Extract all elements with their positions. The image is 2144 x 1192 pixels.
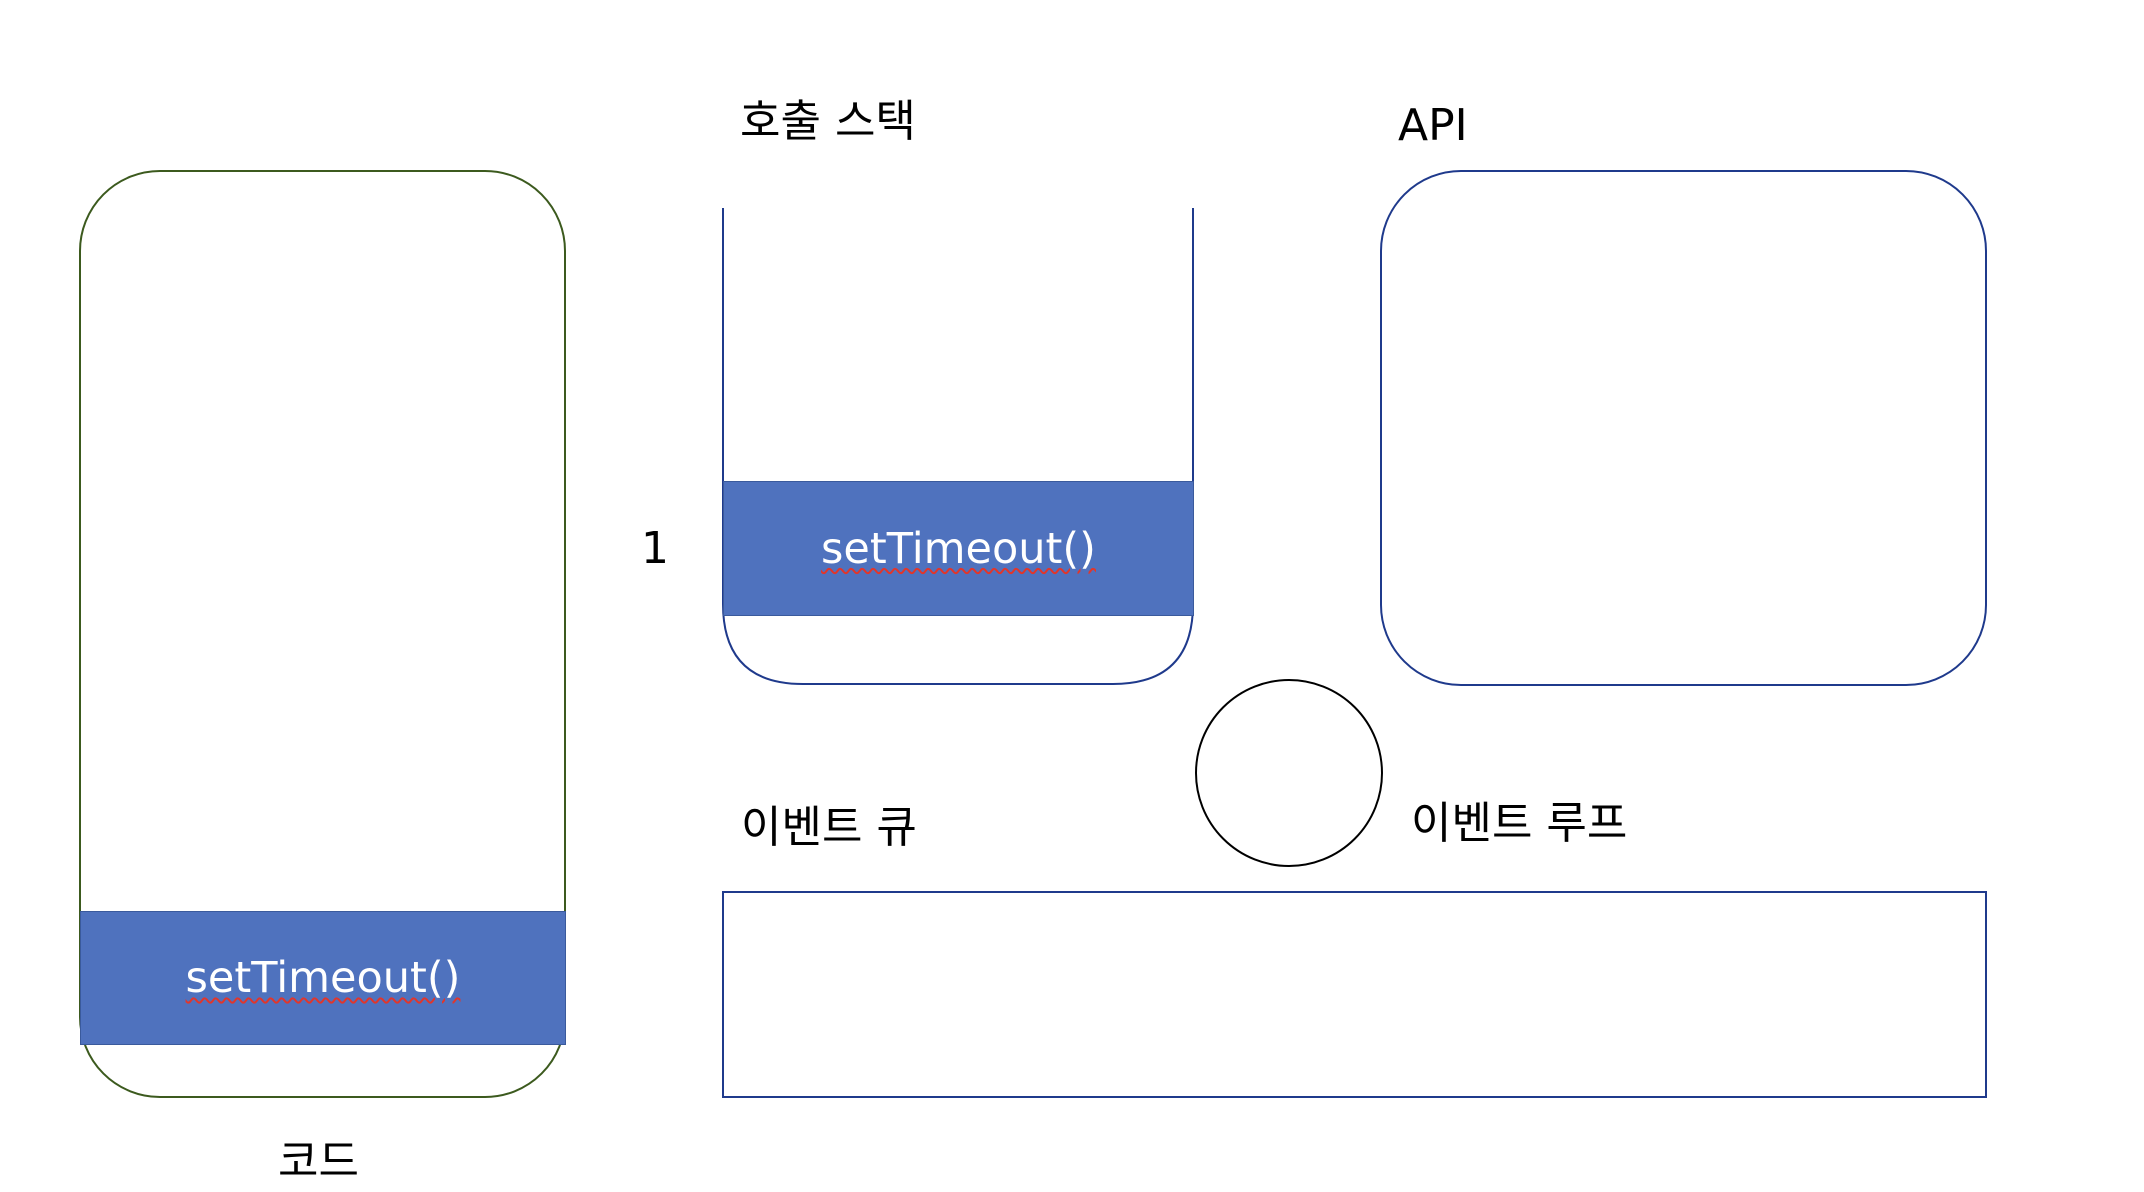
api-box [1380, 170, 1987, 686]
call-stack-container [722, 208, 1194, 685]
call-stack-title: 호출 스택 [740, 96, 916, 147]
code-settimeout-block: setTimeout() [80, 911, 566, 1045]
call-stack-settimeout-label: setTimeout() [821, 523, 1096, 574]
api-title: API [1398, 100, 1468, 151]
event-queue-title: 이벤트 큐 [741, 802, 917, 853]
call-stack-settimeout-block: setTimeout() [723, 481, 1194, 616]
event-queue-box [722, 891, 1987, 1098]
code-title: 코드 [278, 1136, 359, 1187]
code-settimeout-label: setTimeout() [185, 953, 461, 1003]
code-box [79, 170, 566, 1098]
event-loop-circle [1195, 679, 1383, 867]
stack-index-number: 1 [641, 523, 669, 574]
event-loop-title: 이벤트 루프 [1411, 798, 1628, 849]
